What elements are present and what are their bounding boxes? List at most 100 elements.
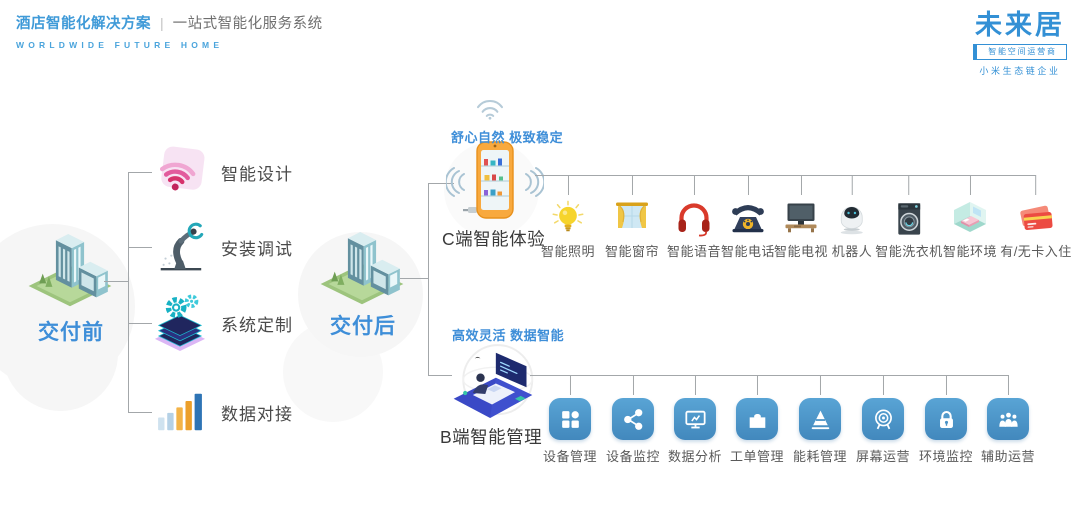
bend-item-label: 能耗管理: [792, 449, 848, 464]
connector-tick: [569, 375, 571, 395]
connector-line: [428, 183, 429, 375]
connector-tick: [693, 175, 695, 195]
cend-item: 智能环境: [943, 175, 997, 260]
connector-tick: [882, 375, 884, 395]
connector-tick: [567, 175, 569, 195]
pre-item-label: 数据对接: [221, 404, 293, 424]
share-icon: [611, 398, 654, 440]
bend-item-label: 环境监控: [918, 449, 974, 464]
b-side-label: B端智能管理: [440, 427, 543, 447]
monitor-chart-icon: [673, 398, 716, 440]
stage-before-label: 交付前: [38, 321, 104, 344]
bend-item: 环境监控: [919, 375, 973, 465]
room-environment-icon: [950, 196, 990, 238]
brand-logo: 未来居 智能空间运营商 小米生态链企业: [973, 10, 1067, 77]
connector-tick: [945, 375, 947, 395]
connector-line: [535, 175, 1036, 176]
connector-tick: [1007, 375, 1009, 395]
connector-tick: [969, 175, 971, 195]
gears-stack-icon: [152, 294, 208, 352]
target-medal-icon: [861, 398, 904, 440]
pre-item-label: 智能设计: [221, 164, 293, 184]
pyramid-icon: [798, 398, 841, 440]
stage-after-label: 交付后: [330, 315, 396, 338]
cend-item: 有/无卡入住: [1000, 175, 1072, 260]
b-side-tagline: 高效灵活 数据智能: [452, 328, 565, 343]
cend-item: 智能照明: [541, 175, 595, 260]
background-blob: [3, 296, 118, 411]
connector-line: [128, 172, 152, 173]
bend-item: 设备管理: [543, 375, 597, 465]
connector-tick: [694, 375, 696, 395]
cend-item: 智能语音: [667, 175, 721, 260]
connector-tick: [819, 375, 821, 395]
pre-delivery-item: 智能设计: [152, 143, 293, 201]
bend-item-label: 设备管理: [542, 449, 598, 464]
brand-name: 未来居: [975, 10, 1065, 40]
bend-item: 数据分析: [668, 375, 722, 465]
cend-item: 智能窗帘: [605, 175, 659, 260]
wifi-icon: [474, 97, 506, 126]
connector-line: [400, 278, 428, 279]
cend-item-label: 智能电话: [720, 244, 776, 259]
wifi-design-icon: [152, 145, 208, 199]
title-separator: |: [160, 14, 164, 31]
building-icon: [26, 227, 114, 313]
page-subtitle: 一站式智能化服务系统: [172, 16, 323, 32]
bend-item-label: 数据分析: [667, 449, 723, 464]
c-side-tagline: 舒心自然 极致稳定: [451, 130, 564, 145]
cend-item: 智能洗衣机: [875, 175, 943, 260]
puzzle-icon: [735, 398, 778, 440]
cend-item-label: 智能窗帘: [604, 244, 660, 259]
cend-item-label: 智能语音: [666, 244, 722, 259]
cend-item-label: 智能电视: [773, 244, 829, 259]
bend-item-label: 屏幕运营: [855, 449, 911, 464]
bend-item-label: 辅助运营: [980, 449, 1036, 464]
pre-delivery-item: 安装调试: [152, 218, 293, 276]
connector-tick: [800, 175, 802, 195]
connector-tick: [851, 175, 853, 195]
telephone-icon: [728, 196, 768, 238]
pre-item-label: 安装调试: [221, 239, 293, 259]
connector-tick: [756, 375, 758, 395]
brand-subtext: 小米生态链企业: [979, 65, 1061, 76]
cend-item: 智能电视: [774, 175, 828, 260]
bend-item: 辅助运营: [981, 375, 1035, 465]
cend-item-label: 智能环境: [942, 244, 998, 259]
building-icon: [318, 225, 406, 311]
bend-item: 能耗管理: [793, 375, 847, 465]
pre-item-label: 系统定制: [221, 315, 293, 335]
connector-tick: [1035, 175, 1037, 195]
lock-icon: [924, 398, 967, 440]
connector-tick: [747, 175, 749, 195]
page-title: 酒店智能化解决方案: [16, 16, 151, 32]
bend-item: 设备监控: [606, 375, 660, 465]
bend-item: 工单管理: [730, 375, 784, 465]
smart-phone-shelf-illustration: [444, 139, 546, 228]
curtain-icon: [612, 196, 652, 238]
connector-tick: [631, 175, 633, 195]
cend-item-label: 机器人: [831, 244, 873, 259]
connector-line: [128, 323, 152, 324]
tv-icon: [781, 196, 821, 238]
connector-line: [428, 375, 452, 376]
key-cards-icon: [1016, 196, 1056, 238]
header: 酒店智能化解决方案 | 一站式智能化服务系统 WORLDWIDE FUTURE …: [16, 12, 323, 51]
connector-line: [428, 183, 454, 184]
bend-item-label: 工单管理: [729, 449, 785, 464]
cend-item-label: 有/无卡入住: [1000, 244, 1072, 259]
people-icon: [986, 398, 1029, 440]
cend-item: 机器人: [832, 175, 873, 260]
robot-arm-icon: [152, 220, 208, 274]
washer-icon: [890, 196, 928, 238]
robot-icon: [832, 196, 872, 238]
grid-icon: [548, 398, 591, 440]
cend-item-label: 智能照明: [540, 244, 596, 259]
brand-badge: 智能空间运营商: [973, 43, 1067, 60]
cend-item: 智能电话: [721, 175, 775, 260]
slogan-en: WORLDWIDE FUTURE HOME: [16, 40, 224, 50]
bend-item-label: 设备监控: [605, 449, 661, 464]
connector-line: [530, 375, 1008, 376]
c-side-label: C端智能体验: [442, 229, 546, 249]
